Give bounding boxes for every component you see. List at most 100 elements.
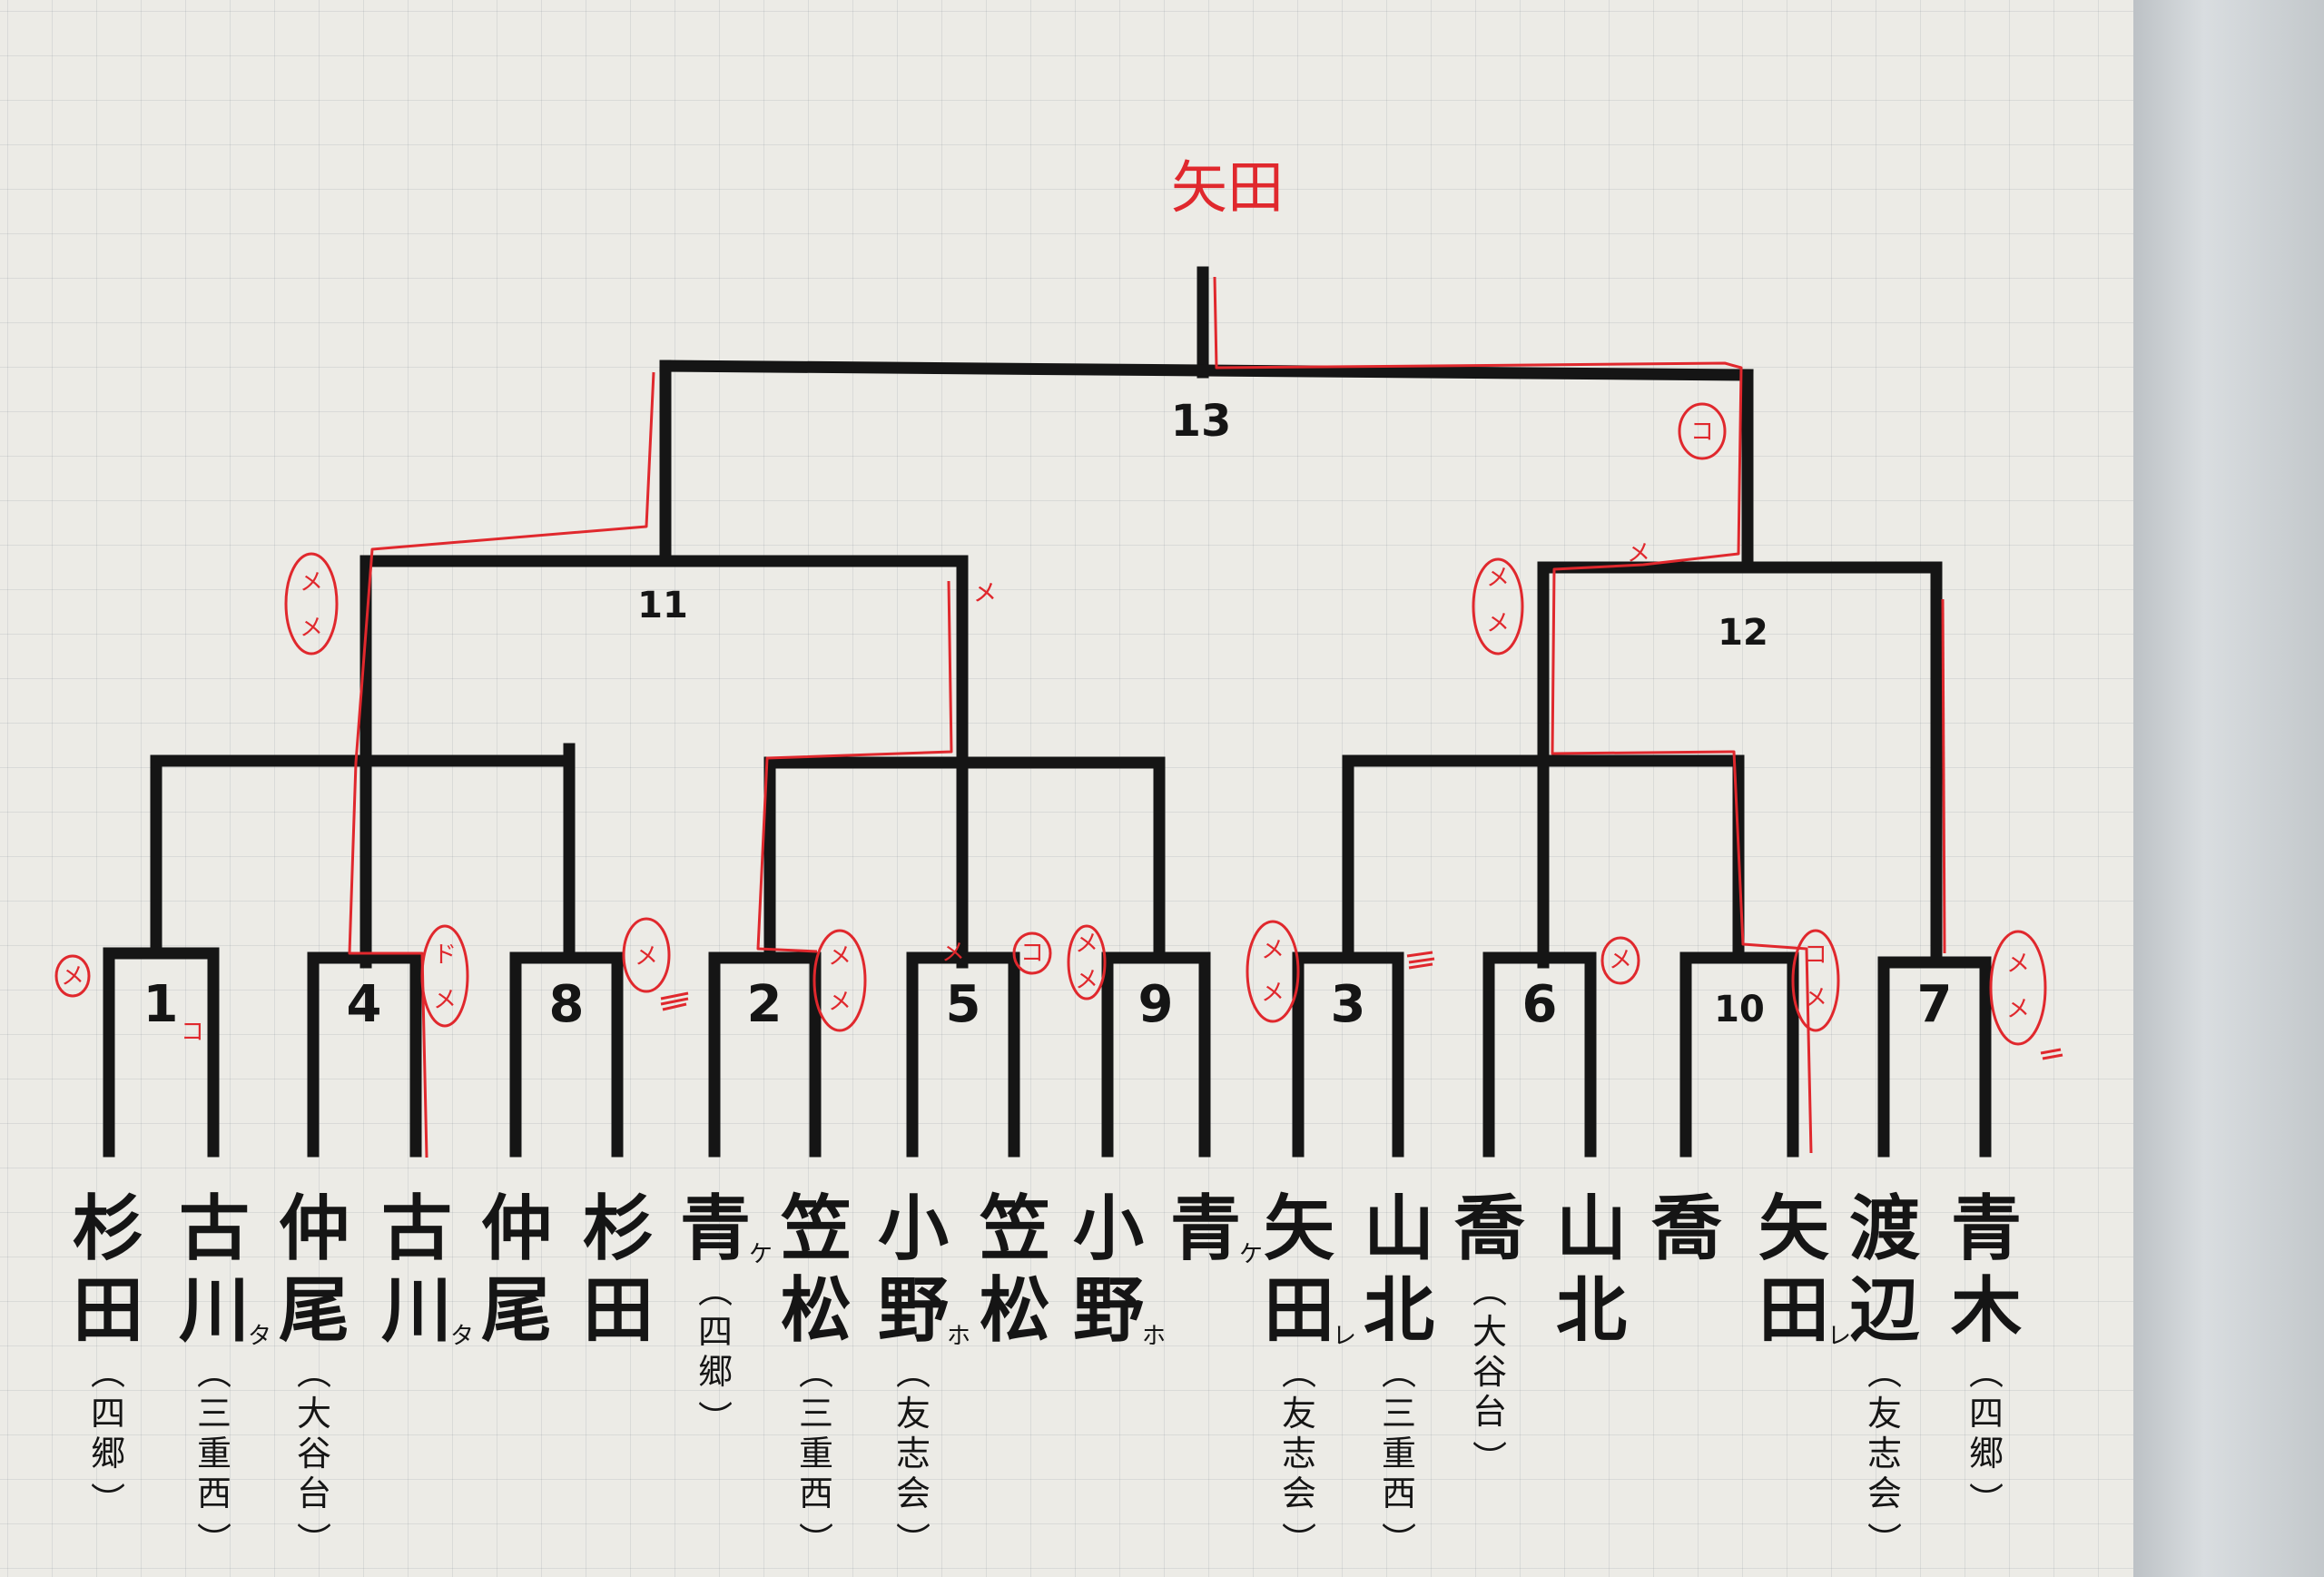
club-name-char: 重 xyxy=(197,1434,231,1474)
entry-15: 山北 xyxy=(1556,1188,1627,1352)
mark: コ xyxy=(181,1019,204,1046)
player-name-char: 青 xyxy=(1951,1188,2022,1270)
entry-6: 青ケ︵四郷︶ xyxy=(680,1188,773,1439)
club-paren-open: ︵ xyxy=(1382,1353,1416,1393)
match-number-7: 7 xyxy=(1917,975,1953,1034)
player-name-char: 松 xyxy=(781,1270,852,1352)
player-kana: レ xyxy=(1827,1323,1851,1350)
entry-12: 矢田レ︵友志会︶ xyxy=(1264,1188,1356,1561)
club-name-char: 西 xyxy=(197,1474,231,1513)
club-name-char: 西 xyxy=(1382,1474,1416,1513)
mark: コ xyxy=(1690,419,1714,446)
red-right xyxy=(1941,598,1946,954)
match-box-9 xyxy=(1101,951,1211,1158)
club-name-char: 大 xyxy=(1472,1312,1507,1352)
player-kana: タ xyxy=(450,1323,474,1350)
mark: メ xyxy=(1486,610,1510,637)
club-name-char: 志 xyxy=(1282,1434,1316,1474)
mark: メ xyxy=(61,963,84,991)
player-name-char: 杉 xyxy=(583,1188,654,1270)
club-name-char: 友 xyxy=(1867,1394,1902,1434)
player-kana: ホ xyxy=(947,1323,970,1350)
club-name-char: 会 xyxy=(1282,1474,1316,1513)
player-name-char: 田 xyxy=(73,1270,143,1352)
match-number-1: 1 xyxy=(143,975,179,1034)
club-paren-close: ︶ xyxy=(297,1521,331,1561)
mark: メ xyxy=(941,940,965,967)
entry-4: 仲尾 xyxy=(481,1188,552,1352)
player-name-char: 山 xyxy=(1556,1188,1627,1270)
red-scribble xyxy=(2040,1048,2063,1060)
player-name-char: 田 xyxy=(1264,1270,1334,1352)
club-paren-close: ︶ xyxy=(1867,1521,1902,1561)
player-name-char: 辺 xyxy=(1849,1270,1920,1352)
player-name-char: 杉 xyxy=(73,1188,143,1270)
red-left xyxy=(348,371,655,1158)
entry-17: 矢田レ xyxy=(1758,1188,1851,1352)
mark: コ xyxy=(1020,940,1044,967)
player-name-char: 川 xyxy=(381,1270,452,1352)
entry-5: 杉田 xyxy=(583,1188,654,1352)
player-name-char: 仲 xyxy=(481,1188,552,1270)
mark: メ xyxy=(973,580,997,607)
club-name-char: 志 xyxy=(896,1434,931,1474)
match-box-2 xyxy=(708,951,822,1158)
score-annotations: メ コ ド メ メ メ メ メ コ メ メ メ メ コ メ メ メ メ メ コ … xyxy=(54,402,2063,1060)
player-name-char: 北 xyxy=(1364,1270,1434,1352)
player-name-char: 青 xyxy=(680,1188,751,1270)
club-paren-close: ︶ xyxy=(1282,1521,1316,1561)
player-name-char: 古 xyxy=(179,1188,250,1270)
club-paren-close: ︶ xyxy=(698,1399,733,1439)
mark: メ xyxy=(828,989,852,1016)
mark: メ xyxy=(635,943,658,971)
club-name-char: 郷 xyxy=(698,1352,733,1392)
player-name-char: 矢 xyxy=(1758,1188,1829,1270)
entry-7: 笠松︵三重西︶ xyxy=(781,1188,852,1561)
club-paren-open: ︵ xyxy=(1867,1353,1902,1393)
match-number-2: 2 xyxy=(747,975,783,1034)
red-mid xyxy=(756,580,953,953)
club-paren-open: ︵ xyxy=(1472,1271,1507,1311)
mark: メ xyxy=(2006,951,2030,978)
player-name-char: 北 xyxy=(1556,1270,1627,1352)
club-name-char: 志 xyxy=(1867,1434,1902,1474)
entry-18: 渡辺︵友志会︶ xyxy=(1849,1188,1920,1561)
mark: メ xyxy=(1261,937,1285,964)
club-paren-close: ︶ xyxy=(197,1521,231,1561)
club-paren-open: ︵ xyxy=(297,1353,331,1393)
club-paren-open: ︵ xyxy=(197,1353,231,1393)
club-name-char: 谷 xyxy=(297,1434,331,1474)
club-name-char: 谷 xyxy=(1472,1352,1507,1392)
entry-14: 喬︵大谷台︶ xyxy=(1454,1188,1525,1479)
player-name-char: 小 xyxy=(1073,1188,1144,1270)
club-name-char: 台 xyxy=(1472,1392,1507,1432)
club-paren-open: ︵ xyxy=(698,1271,733,1311)
club-name-char: 四 xyxy=(1969,1394,2004,1434)
player-name-char: 田 xyxy=(1758,1270,1829,1352)
club-name-char: 会 xyxy=(896,1474,931,1513)
entry-list: 杉田︵四郷︶古川タ︵三重西︶仲尾︵大谷台︶古川タ仲尾杉田青ケ︵四郷︶笠松︵三重西… xyxy=(73,1188,2022,1561)
mark: メ xyxy=(973,580,997,607)
match-box-7 xyxy=(1877,956,1992,1158)
entry-1: 古川タ︵三重西︶ xyxy=(179,1188,271,1561)
club-paren-close: ︶ xyxy=(799,1521,833,1561)
club-name-char: 重 xyxy=(1382,1434,1416,1474)
mark: メ xyxy=(1075,931,1098,958)
mark: コ xyxy=(1804,941,1827,969)
player-name-char: 矢 xyxy=(1264,1188,1334,1270)
player-name-char: 尾 xyxy=(481,1270,552,1352)
club-name-char: 三 xyxy=(197,1394,231,1434)
club-name-char: 郷 xyxy=(1969,1434,2004,1474)
player-name-char: 松 xyxy=(980,1270,1050,1352)
match-box-10 xyxy=(1679,951,1799,1158)
entry-13: 山北︵三重西︶ xyxy=(1364,1188,1434,1561)
club-paren-open: ︵ xyxy=(91,1353,125,1393)
entry-8: 小野ホ︵友志会︶ xyxy=(878,1188,970,1561)
entry-10: 小野ホ xyxy=(1073,1188,1166,1352)
player-kana: ホ xyxy=(1142,1323,1166,1350)
entry-2: 仲尾︵大谷台︶ xyxy=(279,1188,350,1561)
match-number-10: 10 xyxy=(1714,989,1765,1030)
